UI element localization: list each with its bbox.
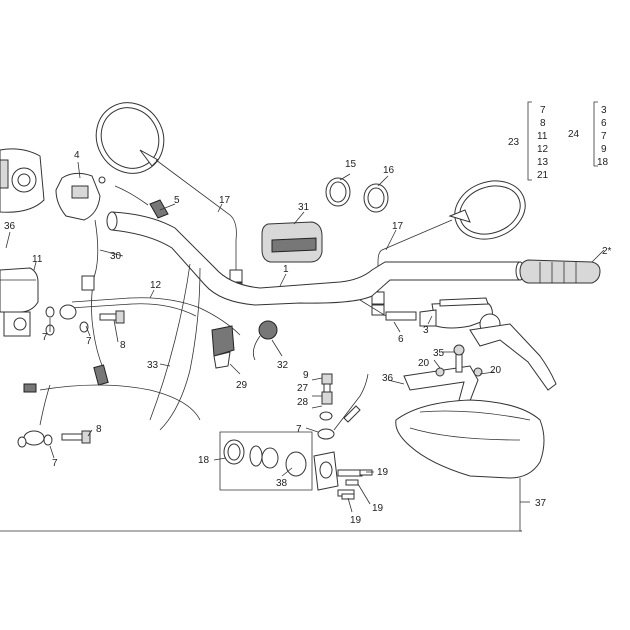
callout-11: 11 bbox=[32, 254, 43, 265]
callout-16: 16 bbox=[383, 165, 395, 176]
kit-24-item: 3 bbox=[601, 105, 607, 116]
callout-20-b: 20 bbox=[490, 365, 502, 376]
callout-1: 1 bbox=[283, 264, 289, 275]
kit-23-item: 11 bbox=[537, 131, 548, 142]
right-mirror-stem bbox=[371, 219, 453, 316]
kit-23-item: 13 bbox=[537, 157, 549, 168]
left-banjo-lower bbox=[17, 430, 53, 448]
ring-16 bbox=[363, 183, 389, 213]
callout-7-left-lower: 7 bbox=[52, 458, 58, 469]
switch-29 bbox=[211, 325, 235, 369]
callout-27: 27 bbox=[297, 383, 309, 394]
bolt-8-lower bbox=[61, 430, 91, 444]
callout-9: 9 bbox=[303, 370, 309, 381]
callout-19-c: 19 bbox=[350, 515, 362, 526]
callout-30: 30 bbox=[110, 251, 122, 262]
callout-8-lower: 8 bbox=[96, 424, 102, 435]
left-master-cylinder bbox=[0, 267, 39, 337]
callout-4: 4 bbox=[74, 150, 80, 161]
callout-38: 38 bbox=[276, 478, 288, 489]
callout-8-upper: 8 bbox=[120, 340, 126, 351]
kit-23-item: 21 bbox=[537, 170, 549, 181]
hand-guard bbox=[395, 399, 545, 479]
cable-12 bbox=[69, 297, 241, 336]
right-mirror bbox=[448, 180, 526, 240]
switch-32 bbox=[252, 320, 278, 361]
callout-15: 15 bbox=[345, 159, 357, 170]
callout-2: 2* bbox=[602, 246, 612, 257]
handlebar-pad bbox=[261, 221, 323, 263]
callout-32: 32 bbox=[277, 360, 289, 371]
left-switch-edge bbox=[0, 148, 45, 213]
callout-33: 33 bbox=[147, 360, 159, 371]
right-master-cylinder bbox=[419, 297, 557, 391]
kit-24-item: 6 bbox=[601, 118, 607, 129]
kit-24-item: 9 bbox=[601, 144, 607, 155]
right-connector-6 bbox=[359, 299, 417, 321]
callout-5: 5 bbox=[174, 195, 180, 206]
hose-lower bbox=[23, 383, 201, 426]
right-grip bbox=[519, 259, 601, 284]
callout-3: 3 bbox=[423, 325, 429, 336]
callout-36-right: 36 bbox=[382, 373, 394, 384]
clip-5 bbox=[114, 185, 169, 219]
kit-23-item: 8 bbox=[540, 118, 546, 129]
bracket-36 bbox=[403, 344, 483, 407]
center-bolt-stack bbox=[317, 373, 369, 440]
cable-30 bbox=[81, 219, 109, 386]
kit-23-label: 23 bbox=[508, 137, 520, 148]
kit-18-box bbox=[219, 431, 313, 491]
kit-24-item: 18 bbox=[597, 157, 609, 168]
upper-banjo bbox=[45, 304, 125, 336]
callout-37: 37 bbox=[535, 498, 547, 509]
callout-19-a: 19 bbox=[377, 467, 389, 478]
washer-7 bbox=[45, 306, 55, 318]
callout-6: 6 bbox=[398, 334, 404, 345]
leader-lines bbox=[5, 101, 605, 532]
callout-17-left: 17 bbox=[219, 195, 231, 206]
kit-23-item: 7 bbox=[540, 105, 546, 116]
left-switch bbox=[55, 172, 106, 221]
callout-28: 28 bbox=[297, 397, 309, 408]
kit-24-item: 7 bbox=[601, 131, 607, 142]
callout-19-b: 19 bbox=[372, 503, 384, 514]
ring-15 bbox=[325, 177, 351, 207]
callout-20-a: 20 bbox=[418, 358, 430, 369]
callout-12: 12 bbox=[150, 280, 162, 291]
callout-7-left-upper: 7 bbox=[42, 332, 48, 343]
callout-29: 29 bbox=[236, 380, 248, 391]
callout-18: 18 bbox=[198, 455, 210, 466]
callout-35: 35 bbox=[433, 348, 445, 359]
cable-33 bbox=[149, 263, 201, 431]
callout-31: 31 bbox=[298, 202, 310, 213]
callout-36-left: 36 bbox=[4, 221, 16, 232]
callout-7-mid-upper: 7 bbox=[86, 336, 92, 347]
callout-17-right: 17 bbox=[392, 221, 404, 232]
caliper-block bbox=[313, 451, 363, 497]
kit-24-label: 24 bbox=[568, 129, 580, 140]
left-mirror bbox=[95, 102, 165, 174]
kit-23-item: 12 bbox=[537, 144, 549, 155]
callout-7-center: 7 bbox=[296, 424, 302, 435]
